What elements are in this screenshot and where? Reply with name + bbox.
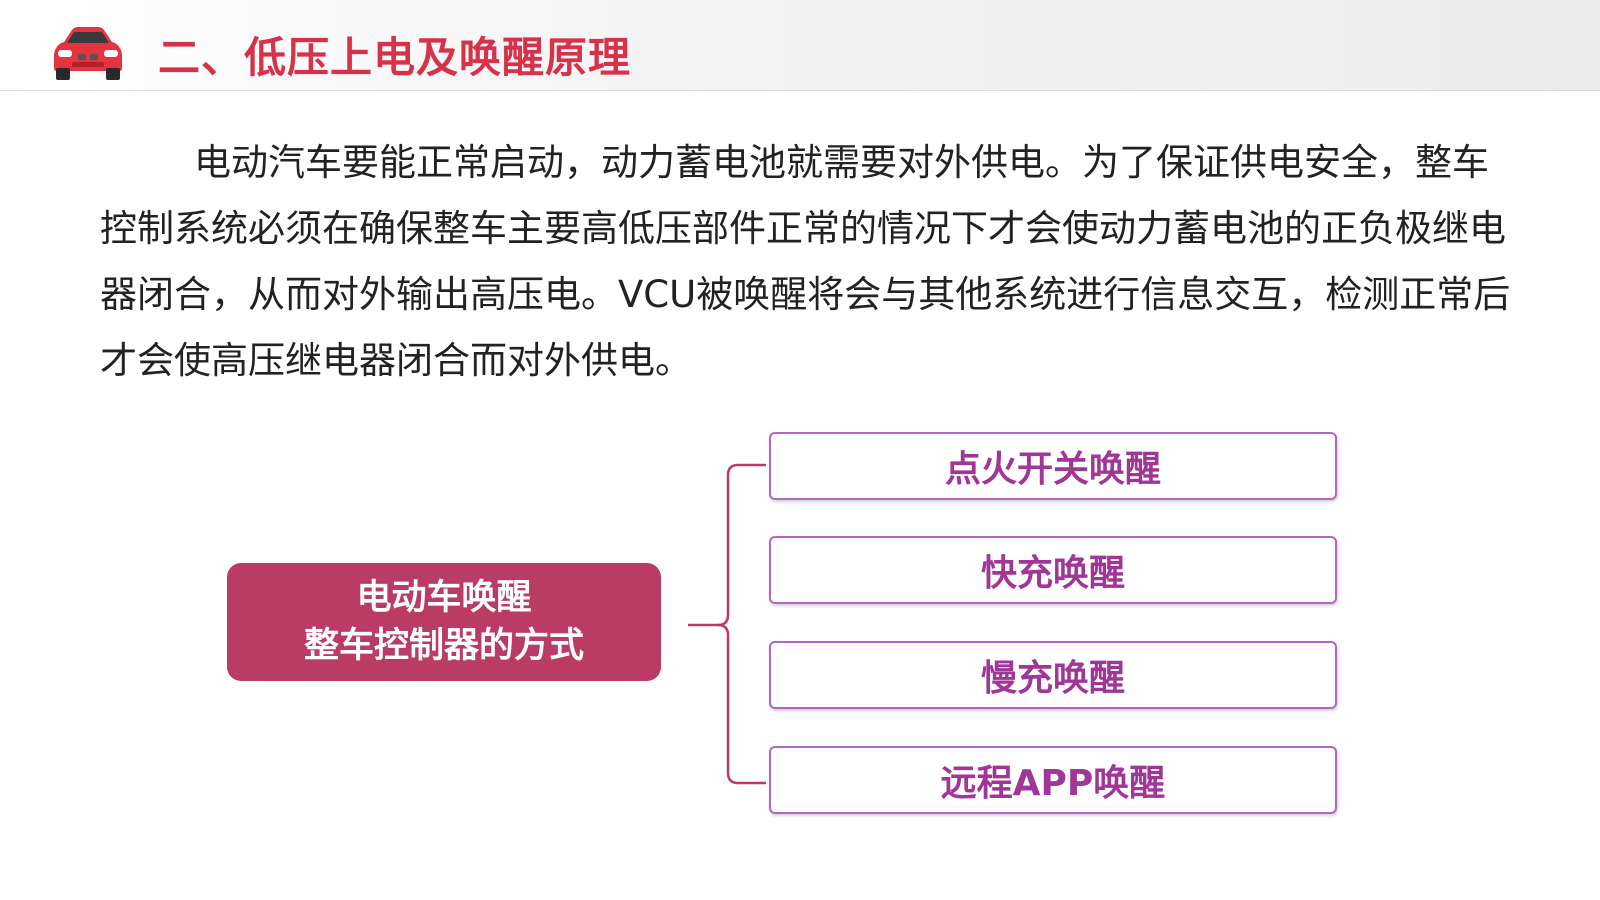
bracket-line	[688, 463, 766, 627]
center-box-line1: 电动车唤醒	[356, 578, 532, 618]
method-ignition-wake: 点火开关唤醒	[769, 432, 1337, 500]
red-car-icon	[54, 27, 122, 80]
intro-paragraph: 电动汽车要能正常启动，动力蓄电池就需要对外供电。为了保证供电安全，整车控制系统必…	[100, 141, 1511, 382]
method-fast-charge-wake: 快充唤醒	[769, 536, 1337, 604]
bracket-line	[717, 623, 766, 785]
wake-methods-center-box: 电动车唤醒 整车控制器的方式	[227, 563, 661, 681]
center-box-line2: 整车控制器的方式	[303, 626, 584, 666]
page-title: 二、低压上电及唤醒原理	[158, 33, 632, 82]
method-slow-charge-wake: 慢充唤醒	[769, 641, 1337, 709]
slide-header: 二、低压上电及唤醒原理	[0, 0, 1600, 91]
method-remote-app-wake: 远程APP唤醒	[769, 746, 1337, 814]
